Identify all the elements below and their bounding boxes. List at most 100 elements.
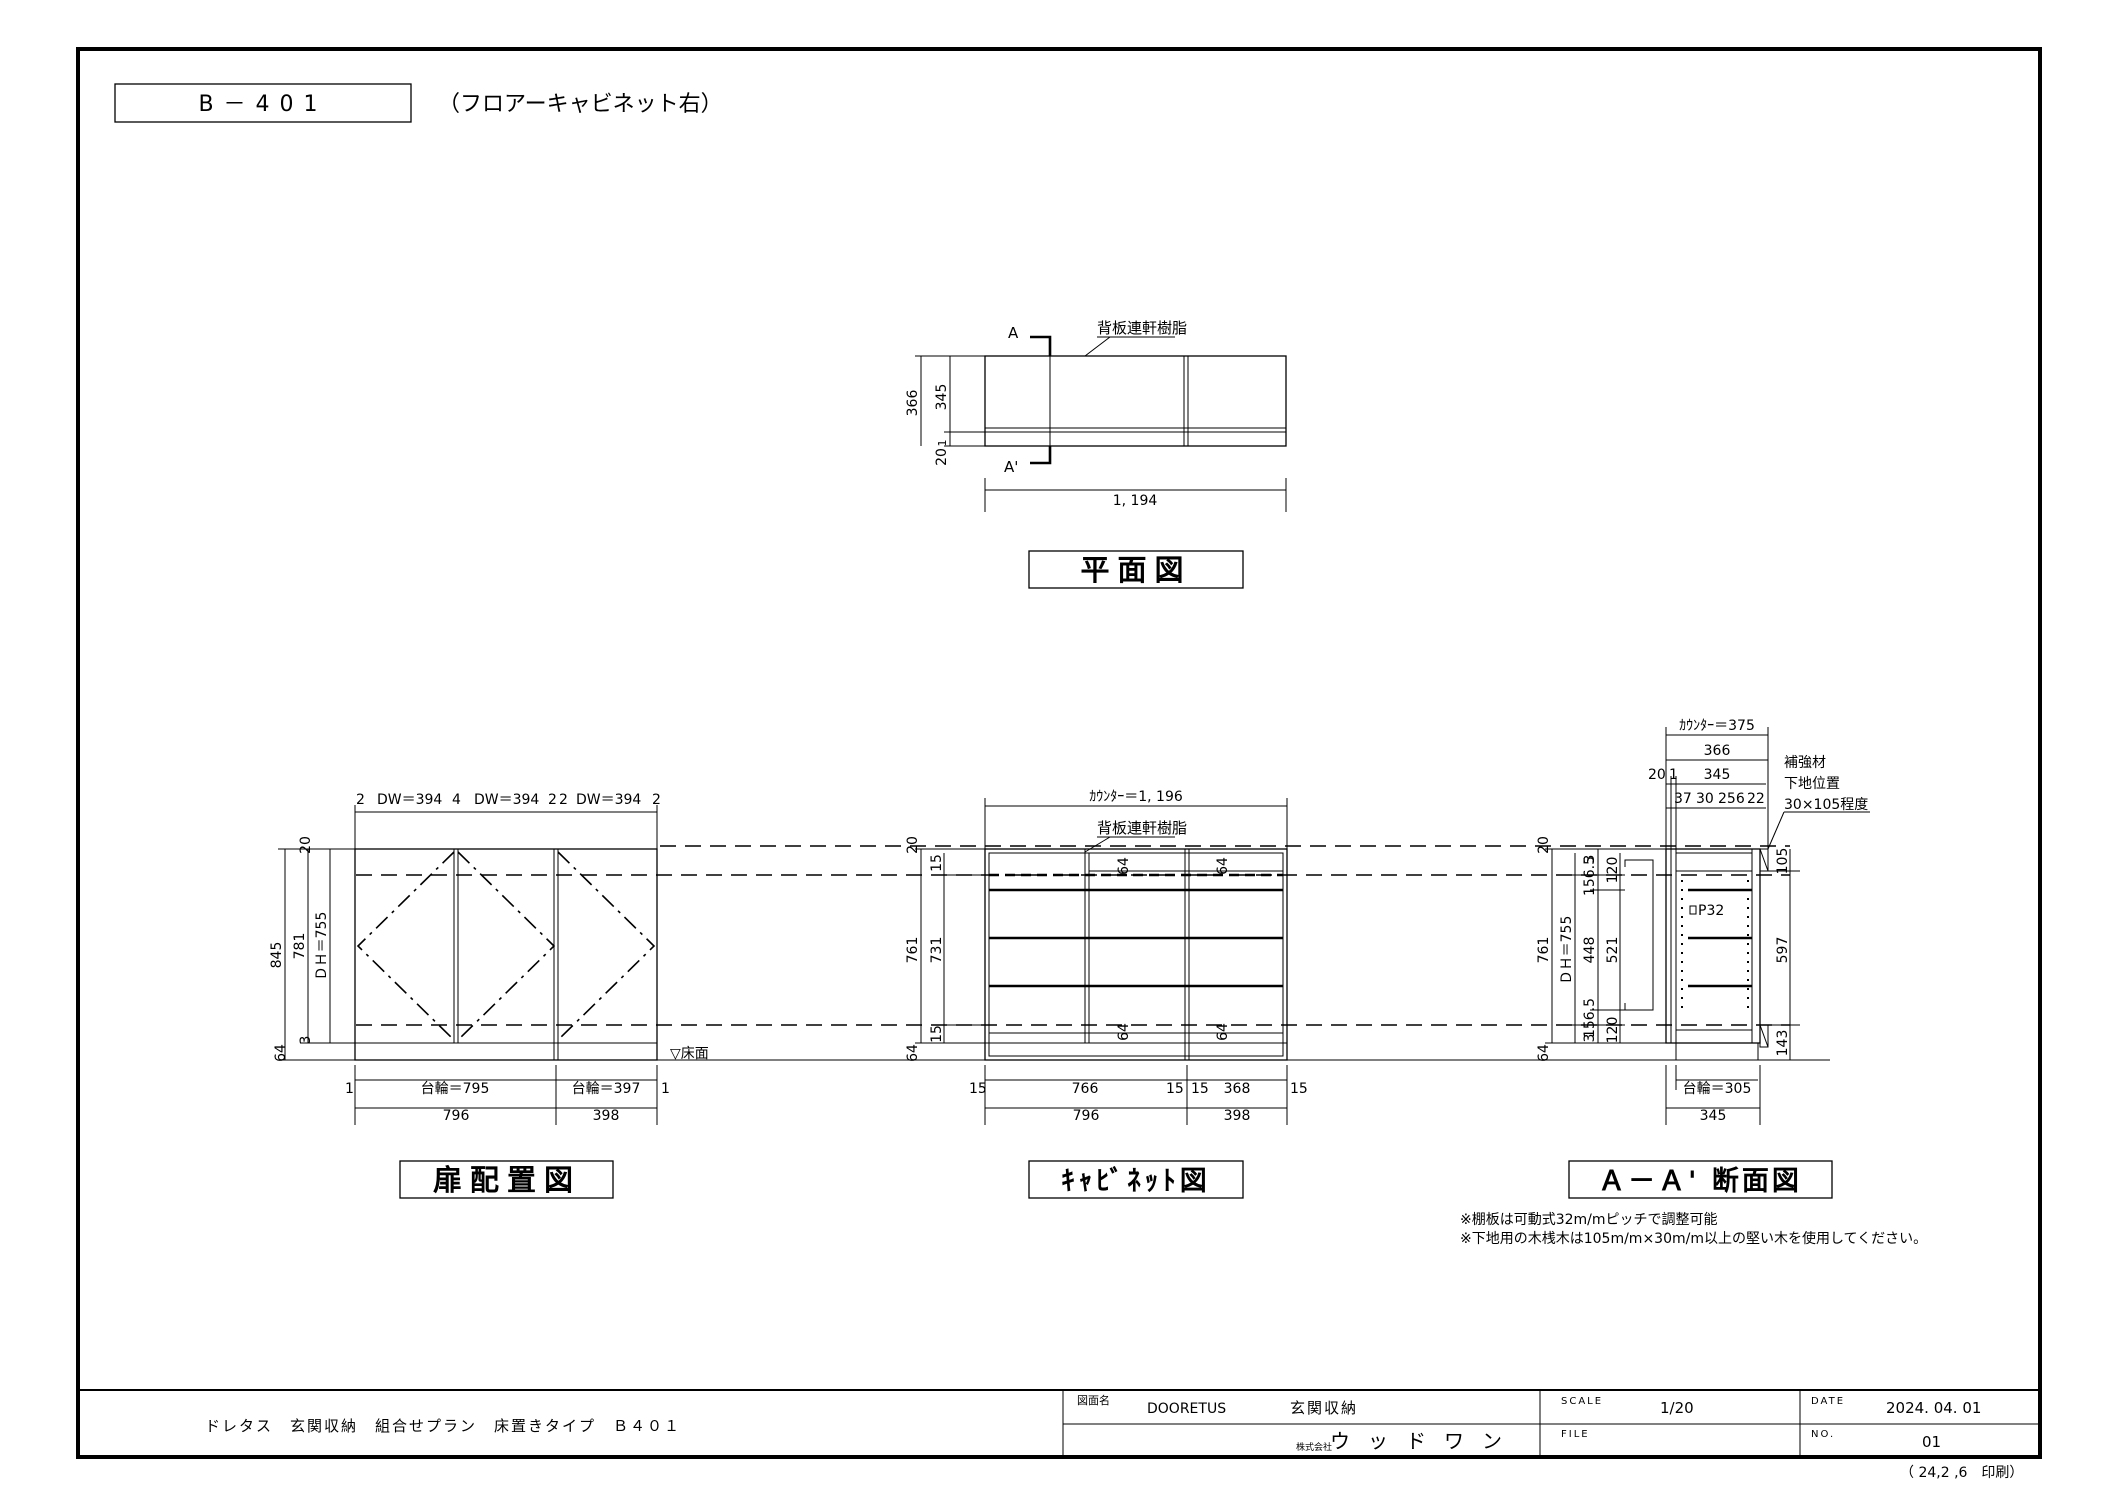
cab-inner-64-c: 64: [1116, 1023, 1132, 1041]
door-b1: 1: [345, 1081, 354, 1097]
section-title: Ａ－Ａ' 断面図: [1598, 1166, 1802, 1197]
section-reinf-0: 補強材: [1784, 755, 1826, 771]
door-v-3: 3: [298, 1036, 314, 1045]
section-d345: 345: [1704, 767, 1731, 783]
door-top-dim-4: 2: [548, 792, 557, 808]
plan-dim-366: 366: [905, 390, 921, 417]
door-base-left: 台輪＝795: [421, 1080, 490, 1097]
cabinet-view: 64 64 64 64 ｶｳﾝﾀｰ＝1, 196 背板連軒樹脂 20 761 7…: [905, 789, 1308, 1199]
no-label: NO.: [1811, 1429, 1835, 1440]
section-base: 台輪＝305: [1683, 1080, 1752, 1097]
section-dpart-2: 256: [1718, 791, 1745, 807]
section-reinf-2: 30×105程度: [1784, 797, 1868, 813]
cab-v-20: 20: [905, 836, 921, 854]
plan-dim-1: 1: [936, 440, 949, 447]
drawing-subtitle: （フロアーキャビネット右）: [438, 92, 723, 117]
door-top-dim-7: 2: [652, 792, 661, 808]
door-top-dim-1: DW＝394: [377, 792, 442, 808]
door-layout-view: 2 DW＝394 4 DW＝394 2 2 DW＝394 2 845 781 Ｄ…: [269, 792, 709, 1199]
section-dpart-3: 22: [1747, 791, 1765, 807]
section-v448: 448: [1582, 937, 1598, 964]
scale-label: SCALE: [1561, 1396, 1603, 1407]
section-r105: 105: [1775, 848, 1791, 875]
company-prefix: 株式会社: [1296, 1441, 1332, 1453]
cab-bottom-0: 15: [969, 1081, 987, 1097]
section-dpart-1: 30: [1696, 791, 1714, 807]
no-value: 01: [1922, 1433, 1941, 1451]
cab-bottom-2: 15: [1166, 1081, 1184, 1097]
section-v761: 761: [1536, 937, 1552, 964]
section-r143: 143: [1775, 1030, 1791, 1057]
door-top-dim-2: 4: [452, 792, 461, 808]
door-top-dim-5: 2: [559, 792, 568, 808]
section-v521: 521: [1605, 937, 1621, 964]
door-v-64: 64: [273, 1044, 289, 1062]
door-v-845: 845: [269, 942, 285, 969]
section-v3b: 3: [1582, 1034, 1598, 1043]
cab-v-761: 761: [905, 937, 921, 964]
cab-bottom-1: 766: [1072, 1081, 1099, 1097]
product-jp: 玄関収納: [1290, 1399, 1358, 1417]
cab-bottom-3: 15: [1191, 1081, 1209, 1097]
plan-dim-20: 20: [934, 448, 950, 466]
section-depth: 345: [1700, 1108, 1727, 1124]
section-view: P32 ｶｳﾝﾀｰ＝375 366 20 1 345 37 30 256 22 …: [1536, 718, 1870, 1199]
plan-title: 平面図: [1080, 553, 1191, 587]
door-title: 扉配置図: [433, 1163, 581, 1197]
cab-v-15b: 15: [929, 1025, 945, 1043]
print-stamp: （ 24,2 ,6 印刷）: [1900, 1465, 2023, 1481]
file-label: FILE: [1561, 1429, 1590, 1440]
door-v-781: 781: [292, 933, 308, 960]
section-reinf-1: 下地位置: [1784, 776, 1840, 792]
section-r597: 597: [1775, 937, 1791, 964]
date-value: 2024. 04. 01: [1886, 1399, 1981, 1417]
cab-v-731: 731: [929, 937, 945, 964]
sheet-border: [76, 47, 2042, 1459]
door-top-dim-6: DW＝394: [576, 792, 641, 808]
cab-w-right: 398: [1224, 1108, 1251, 1124]
section-vdh: ＤＨ＝755: [1559, 916, 1575, 985]
section-mark-a: A: [1008, 324, 1019, 342]
door-w-right: 398: [593, 1108, 620, 1124]
section-mark-a2: A': [1004, 458, 1018, 476]
section-v120b: 120: [1605, 1017, 1621, 1044]
door-w-left: 796: [443, 1108, 470, 1124]
drawing-code: B－401: [198, 92, 327, 117]
plan-view: A A' 背板連軒樹脂 366 345 20 1 1, 194 平面図: [905, 319, 1287, 589]
company-name: ウッドワン: [1330, 1429, 1520, 1453]
door-top-dim-0: 2: [356, 792, 365, 808]
cab-inner-64-d: 64: [1215, 1023, 1231, 1041]
title-block: ドレタス 玄関収納 組合せプラン 床置きタイプ Ｂ４０１ 図面名 DOORETU…: [78, 1389, 2040, 1457]
section-v1565a: 156.5: [1582, 856, 1598, 896]
product-name: DOORETUS: [1147, 1401, 1226, 1417]
cab-v-64: 64: [905, 1044, 921, 1062]
door-v-20: 20: [298, 836, 314, 854]
plan-dim-345: 345: [934, 384, 950, 411]
plan-name: ドレタス 玄関収納 組合せプラン 床置きタイプ Ｂ４０１: [205, 1417, 681, 1435]
section-v64: 64: [1536, 1044, 1552, 1062]
section-d1: 1: [1669, 767, 1678, 783]
cab-bottom-5: 15: [1290, 1081, 1308, 1097]
date-label: DATE: [1811, 1396, 1845, 1407]
section-v1565b: 156.5: [1582, 998, 1598, 1038]
scale-value: 1/20: [1660, 1399, 1694, 1417]
section-v3a: 3: [1582, 855, 1598, 864]
code-box: [114, 83, 412, 123]
cab-inner-64-b: 64: [1215, 857, 1231, 875]
cab-v-15a: 15: [929, 854, 945, 872]
cab-bottom-4: 368: [1224, 1081, 1251, 1097]
section-d20: 20: [1648, 767, 1666, 783]
section-d366: 366: [1704, 743, 1731, 759]
cab-w-left: 796: [1073, 1108, 1100, 1124]
plan-width: 1, 194: [1113, 493, 1158, 509]
section-v20: 20: [1536, 836, 1552, 854]
door-b2: 1: [661, 1081, 670, 1097]
door-floor-label: ▽床面: [670, 1046, 709, 1062]
drawing-label: 図面名: [1077, 1393, 1110, 1407]
section-counter: ｶｳﾝﾀｰ＝375: [1679, 718, 1755, 734]
section-p32: P32: [1698, 903, 1724, 919]
cab-counter: ｶｳﾝﾀｰ＝1, 196: [1089, 789, 1183, 805]
cab-back-note: 背板連軒樹脂: [1097, 819, 1187, 837]
note-2: ※下地用の木桟木は105m/m×30m/m以上の堅い木を使用してください。: [1460, 1230, 1927, 1247]
